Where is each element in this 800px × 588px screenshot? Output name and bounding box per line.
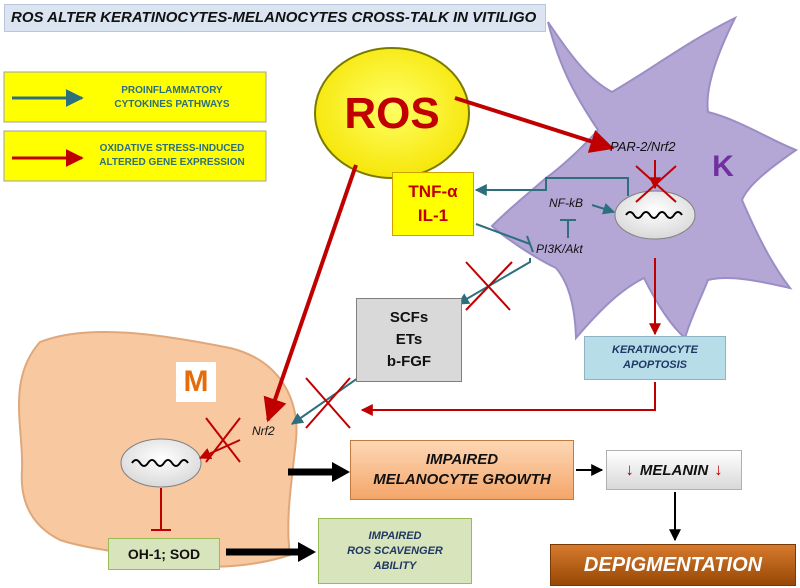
block-mark-scf-path [465,261,513,311]
legend-cytokine-line1: PROINFLAMMATORY [121,85,223,96]
il1-inhibit-bar [526,235,534,253]
nfkb-to-nucleus-arrow [591,203,616,215]
ros-label: ROS [344,89,440,138]
ros-to-par2-arrow [454,96,615,153]
melanocyte-nucleus [120,438,202,488]
pi3k-to-scf-arrow [456,258,531,305]
scavenger-box: IMPAIRED ROS SCAVENGER ABILITY [318,518,472,584]
il1-inhibits-pi3k [475,223,531,245]
scavenger-line2: ROS SCAVENGER [347,544,443,557]
keratinocyte-nucleus [614,190,696,240]
impaired-growth-line1: IMPAIRED [425,451,499,468]
nrf2-label: Nrf2 [252,424,275,438]
legend-cytokine-label: PROINFLAMMATORY CYTOKINES PATHWAYS [84,84,260,112]
tnf-label: TNF-α [408,182,458,201]
melanocyte-dna-icon [131,459,189,467]
bfgf-label: b-FGF [386,353,432,370]
pi3k-label: PI3K/Akt [536,242,583,256]
down-arrow-icon: ↓ [714,460,723,479]
melanin-label: MELANIN [639,461,709,479]
nucleus-to-tnf-arrow [474,177,629,196]
ets-label: ETs [395,331,423,348]
scavenger-line3: ABILITY [373,559,417,572]
impaired-growth-box: IMPAIRED MELANOCYTE GROWTH [350,440,574,500]
page-title: ROS ALTER KERATINOCYTES-MELANOCYTES CROS… [4,4,546,32]
keratinocyte-cell [490,15,799,341]
depigmentation-box: DEPIGMENTATION [550,544,796,586]
keratinocyte-apoptosis-box: KERATINOCYTE APOPTOSIS [584,336,726,380]
melanocyte-letter: M [176,362,216,402]
growth-factors-box: SCFs ETs b-FGF [356,298,462,382]
legend-oxidative-label: OXIDATIVE STRESS-INDUCED ALTERED GENE EX… [84,142,260,170]
scavenger-line1: IMPAIRED [368,529,422,542]
ohsod-box: OH-1; SOD [108,538,220,570]
nfkb-label: NF-kB [549,196,583,210]
apoptosis-to-melanocyte-arrow [360,382,656,416]
to-impaired-growth-arrow [288,462,350,482]
cytokine-box: TNF-α IL-1 [392,172,474,236]
legend-oxidative-line1: OXIDATIVE STRESS-INDUCED [99,143,245,154]
legend-oxidative-line2: ALTERED GENE EXPRESSION [99,157,245,168]
scfs-label: SCFs [389,309,429,326]
legend-oxidative-box [3,130,267,182]
block-mark-scf-to-nrf2 [305,377,351,429]
to-scavenger-arrow [226,542,316,562]
melanin-box: ↓ MELANIN ↓ [606,450,742,490]
par2-label: PAR-2/Nrf2 [610,139,676,154]
block-mark-nrf2 [205,417,241,463]
il1-label: IL-1 [417,206,449,225]
impaired-growth-line2: MELANOCYTE GROWTH [373,471,551,488]
block-mark-par2 [635,165,677,203]
apoptosis-line2: APOPTOSIS [623,359,687,371]
keratinocyte-dna-icon [625,211,683,219]
keratinocyte-letter: K [712,150,734,183]
nrf2-to-nucleus-arrow [198,439,241,460]
legend-cytokine-line2: CYTOKINES PATHWAYS [114,99,230,110]
apoptosis-line1: KERATINOCYTE [612,344,698,356]
down-arrow-icon: ↓ [625,460,634,479]
ros-to-nrf2-arrow [263,164,358,423]
